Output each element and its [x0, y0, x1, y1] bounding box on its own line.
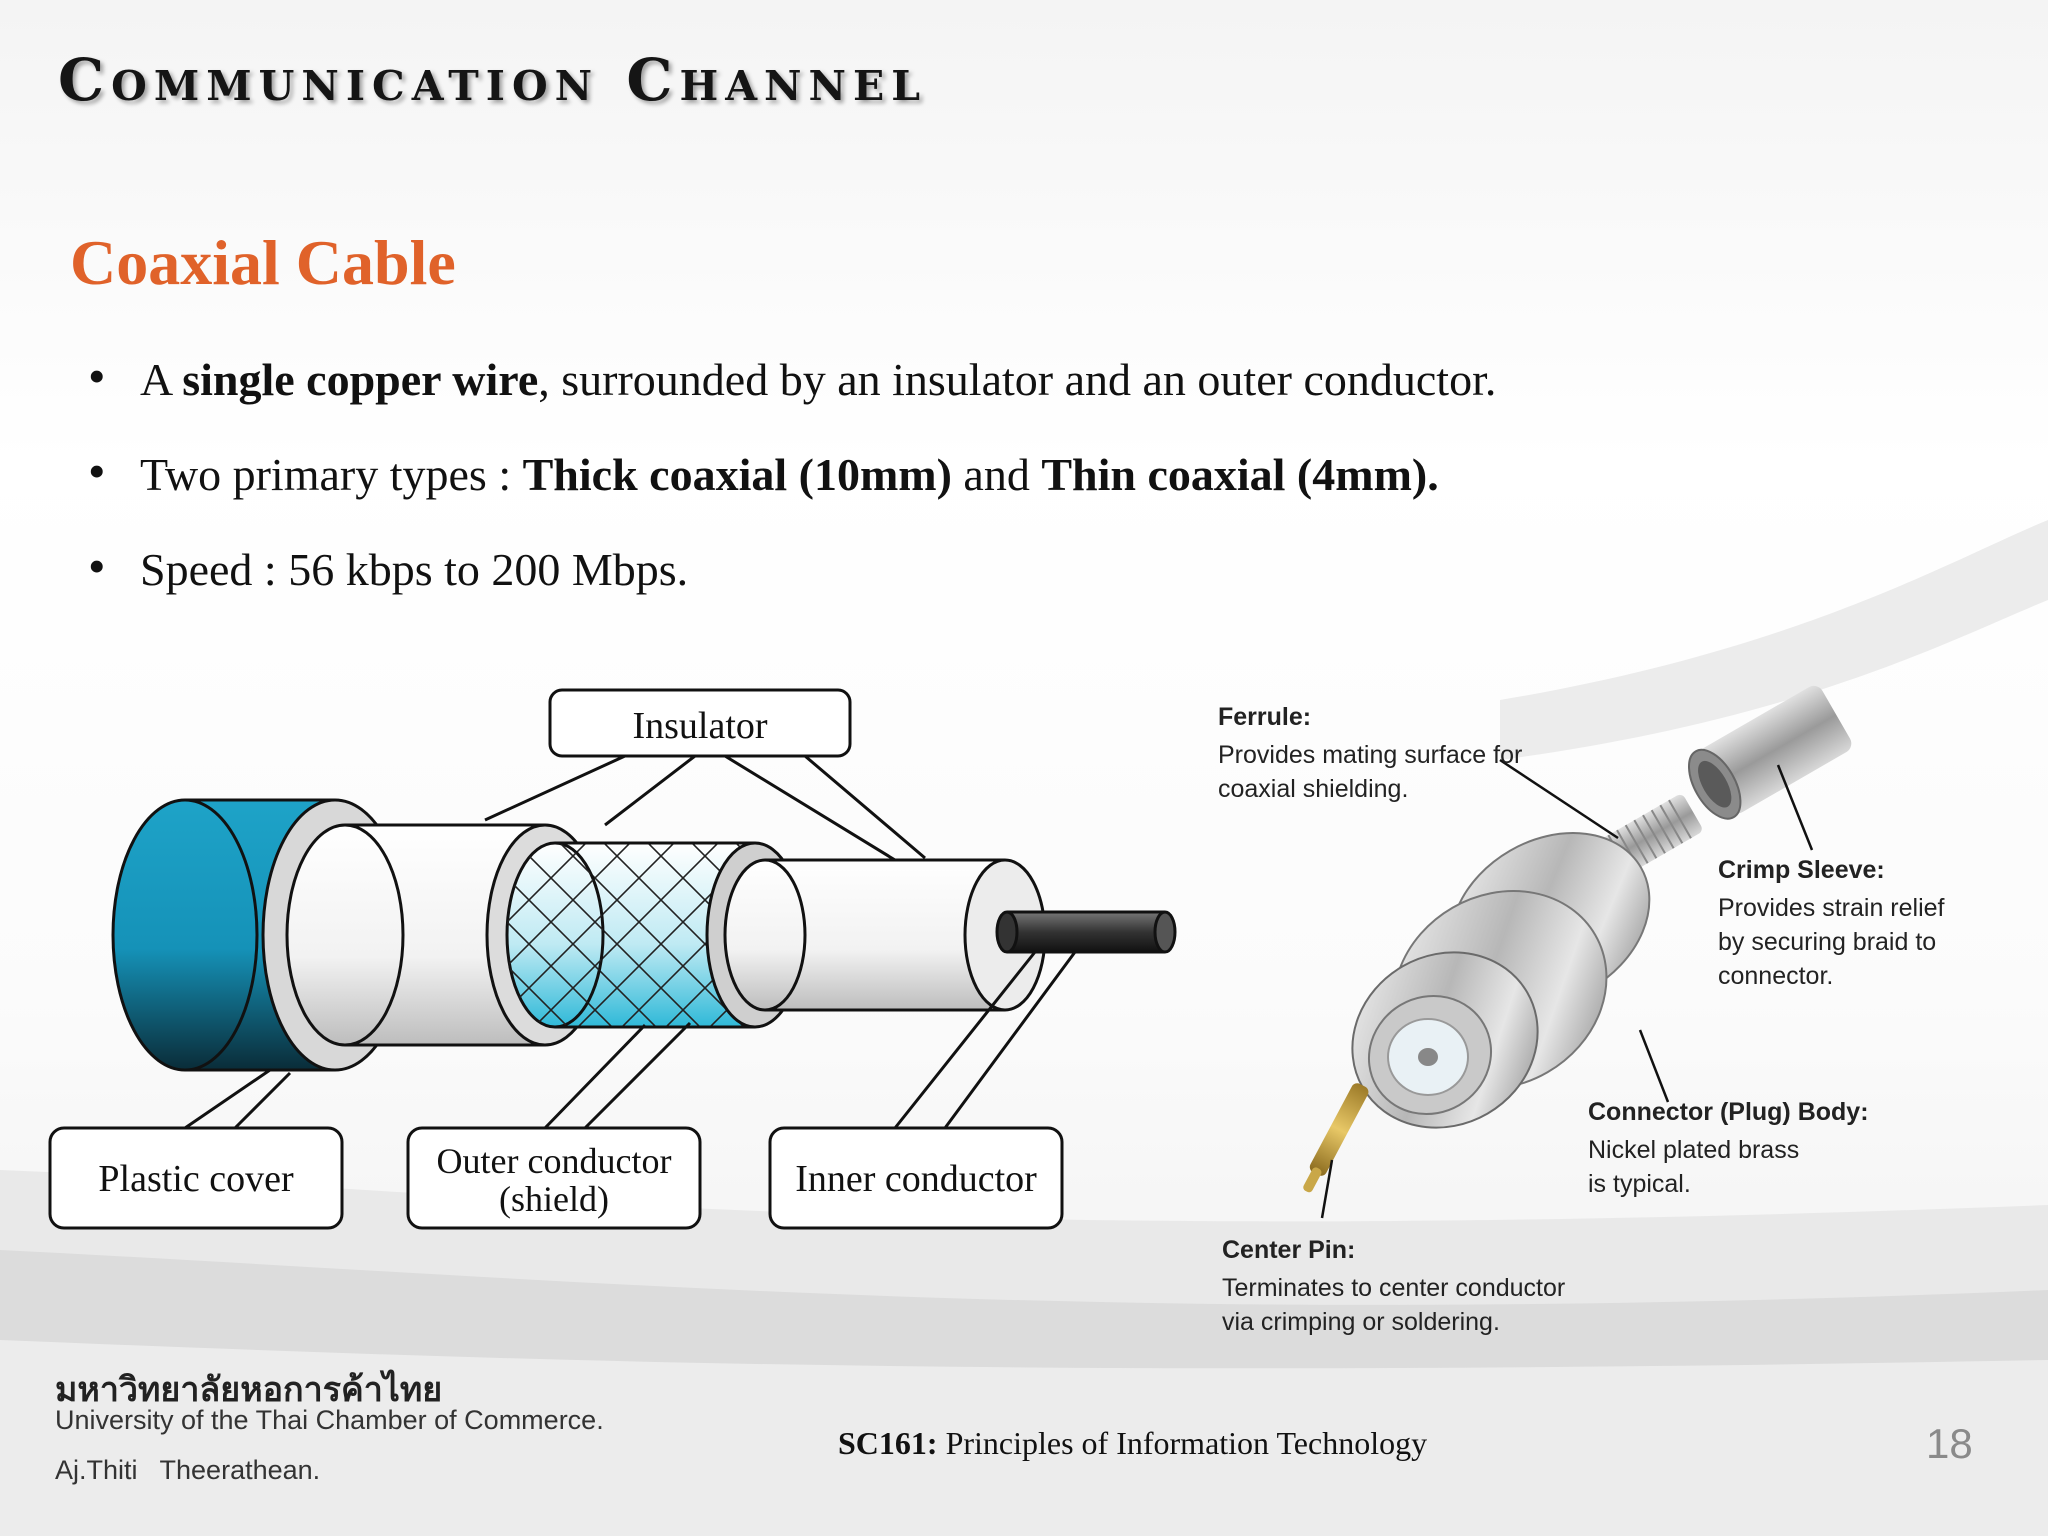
slide-title: Communication Channel: [58, 46, 928, 114]
bullet-list: • A single copper wire, surrounded by an…: [80, 348, 1497, 635]
pin-desc: Terminates to center conductor: [1222, 1274, 1565, 1302]
inner-conductor-callout: Inner conductor: [768, 951, 1077, 1230]
crimp-title: Crimp Sleeve:: [1718, 856, 1885, 884]
university-name: University of the Thai Chamber of Commer…: [55, 1405, 604, 1435]
crimp-desc: Provides strain relief: [1718, 894, 1945, 922]
pin-leader: [1320, 1159, 1334, 1219]
plastic-cover-label: Plastic cover: [98, 1158, 294, 1200]
body-caption: Connector (Plug) Body: Nickel plated bra…: [1588, 1098, 1869, 1198]
body-leader: [1638, 1029, 1670, 1103]
bullet-item: • Two primary types : Thick coaxial (10m…: [88, 443, 1439, 500]
bullet-icon: •: [88, 538, 106, 594]
inner-conductor-shape: [995, 910, 1177, 954]
ferrule-title: Ferrule:: [1218, 703, 1311, 731]
outer-conductor-label: Outer conductor: [437, 1141, 672, 1181]
ferrule-desc: coaxial shielding.: [1218, 775, 1408, 803]
crimp-desc: connector.: [1718, 962, 1833, 990]
body-title: Connector (Plug) Body:: [1588, 1098, 1869, 1126]
course-title: SC161: Principles of Information Technol…: [838, 1425, 1428, 1461]
coaxial-cable-diagram: Insulator Plastic cover Outer conductor …: [48, 688, 1177, 1230]
bullet-icon: •: [88, 443, 106, 499]
insulator-callout: Insulator: [484, 688, 926, 862]
university-thai-name: มหาวิทยาลัยหอการค้าไทย: [55, 1370, 443, 1410]
center-pin-shape: [1303, 1083, 1369, 1193]
bullet-item: • Speed : 56 kbps to 200 Mbps.: [88, 538, 689, 595]
crimp-leader: [1776, 764, 1814, 851]
body-desc: is typical.: [1588, 1170, 1691, 1198]
crimp-sleeve-shape: [1687, 685, 1852, 820]
bnc-connector-diagram: Ferrule: Provides mating surface for coa…: [1218, 685, 1945, 1336]
author-name: Aj.Thiti Theerathean.: [55, 1455, 321, 1485]
inner-conductor-label: Inner conductor: [795, 1158, 1037, 1200]
ferrule-caption: Ferrule: Provides mating surface for coa…: [1218, 703, 1522, 803]
crimp-caption: Crimp Sleeve: Provides strain relief by …: [1718, 856, 1945, 990]
slide-subtitle: Coaxial Cable: [70, 227, 456, 298]
insulator-label: Insulator: [632, 705, 767, 747]
plastic-cover-callout: Plastic cover: [48, 1068, 344, 1230]
bullet-item: • A single copper wire, surrounded by an…: [88, 348, 1497, 405]
pin-caption: Center Pin: Terminates to center conduct…: [1222, 1236, 1565, 1336]
bullet-icon: •: [88, 348, 106, 404]
connector-body-shape: [1351, 832, 1651, 1129]
pin-title: Center Pin:: [1222, 1236, 1355, 1264]
outer-conductor-label-2: (shield): [499, 1179, 609, 1219]
crimp-desc: by securing braid to: [1718, 928, 1936, 956]
pin-desc: via crimping or soldering.: [1222, 1308, 1500, 1336]
outer-conductor-callout: Outer conductor (shield): [406, 1021, 702, 1230]
body-desc: Nickel plated brass: [1588, 1136, 1799, 1164]
ferrule-desc: Provides mating surface for: [1218, 741, 1522, 769]
ferrule-leader: [1499, 758, 1619, 840]
page-number: 18: [1926, 1420, 1973, 1467]
